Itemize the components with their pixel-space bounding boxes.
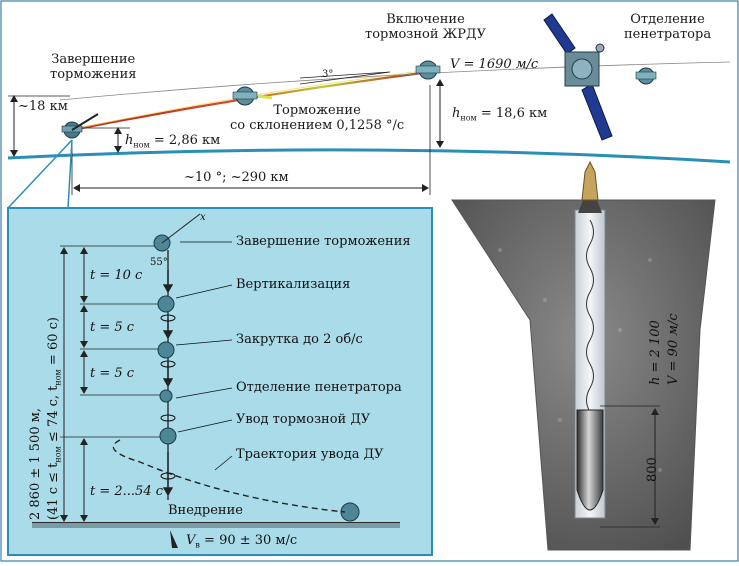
step-penetrator-separation: Отделение пенетратора bbox=[236, 380, 402, 395]
cable-spring bbox=[586, 219, 594, 437]
label-separation: Отделение пенетратора bbox=[624, 12, 712, 42]
lander-icon-5 bbox=[159, 427, 177, 445]
time-step-3: t = 5 c bbox=[90, 366, 135, 381]
penetrator-body bbox=[576, 409, 604, 511]
label-pen-speed: V = 90 м/с bbox=[666, 313, 681, 385]
penetrator-impact-icon bbox=[170, 530, 178, 548]
label-range: ~10 °; ~290 км bbox=[184, 170, 289, 185]
label-braking: Торможение со склонением 0,1258 °/с bbox=[230, 103, 405, 133]
orbiter-icon bbox=[543, 13, 613, 141]
label-depth: h = 2 100 bbox=[648, 320, 663, 385]
descent-inset-panel bbox=[7, 207, 433, 556]
surface-arc bbox=[7, 148, 731, 164]
step-spin-up: Закрутка до 2 об/с bbox=[236, 332, 363, 347]
label-impact: Внедрение bbox=[168, 503, 243, 518]
orbit-line bbox=[59, 61, 731, 101]
lander-icon-2 bbox=[157, 295, 175, 313]
label-height-left: ~18 км bbox=[18, 99, 68, 114]
label-braking-end: Завершение торможения bbox=[50, 52, 137, 82]
spacecraft-engine-on-icon bbox=[415, 60, 441, 80]
step-engine-trajectory: Траектория увода ДУ bbox=[236, 447, 384, 462]
time-step-2: t = 5 c bbox=[90, 320, 135, 335]
label-hnom-right: hном = 18,6 км bbox=[452, 106, 548, 123]
penetrator-separated-icon bbox=[635, 67, 657, 85]
label-hnom-left: hном = 2,86 км bbox=[125, 133, 221, 150]
engine-deorbit-path bbox=[112, 439, 346, 513]
label-total-height: 2 860 ± 1 500 м, bbox=[28, 408, 43, 520]
time-step-1: t = 10 c bbox=[90, 268, 143, 283]
label-engine-on: Включение тормозной ЖРДУ bbox=[365, 12, 486, 42]
label-velocity: V = 1690 м/с bbox=[450, 57, 539, 72]
lander-icon-1 bbox=[153, 213, 201, 252]
lander-icon-4 bbox=[159, 389, 173, 403]
step-verticalization: Вертикализация bbox=[236, 277, 351, 292]
spacecraft-braking-end-icon bbox=[61, 113, 99, 139]
step-engine-withdraw: Увод тормозной ДУ bbox=[236, 412, 371, 427]
penetrator-tail-cone bbox=[581, 160, 599, 201]
time-step-4: t = 2...54 c bbox=[90, 484, 164, 499]
lander-icon-3 bbox=[157, 341, 175, 359]
step-braking-end: Завершение торможения bbox=[236, 234, 411, 249]
label-time-range: (41 c ≤ tном ≤ 74 c, tном = 60 c) bbox=[46, 317, 63, 520]
lander-icon-6 bbox=[340, 502, 360, 522]
label-pen-length: 800 bbox=[645, 457, 660, 482]
label-angle-small: 3° bbox=[322, 69, 334, 80]
label-axis-x: x bbox=[200, 212, 206, 223]
label-impact-speed: Vв = 90 ± 30 м/с bbox=[186, 533, 298, 550]
spacecraft-braking-icon bbox=[232, 86, 273, 106]
label-55deg: 55° bbox=[150, 257, 168, 268]
